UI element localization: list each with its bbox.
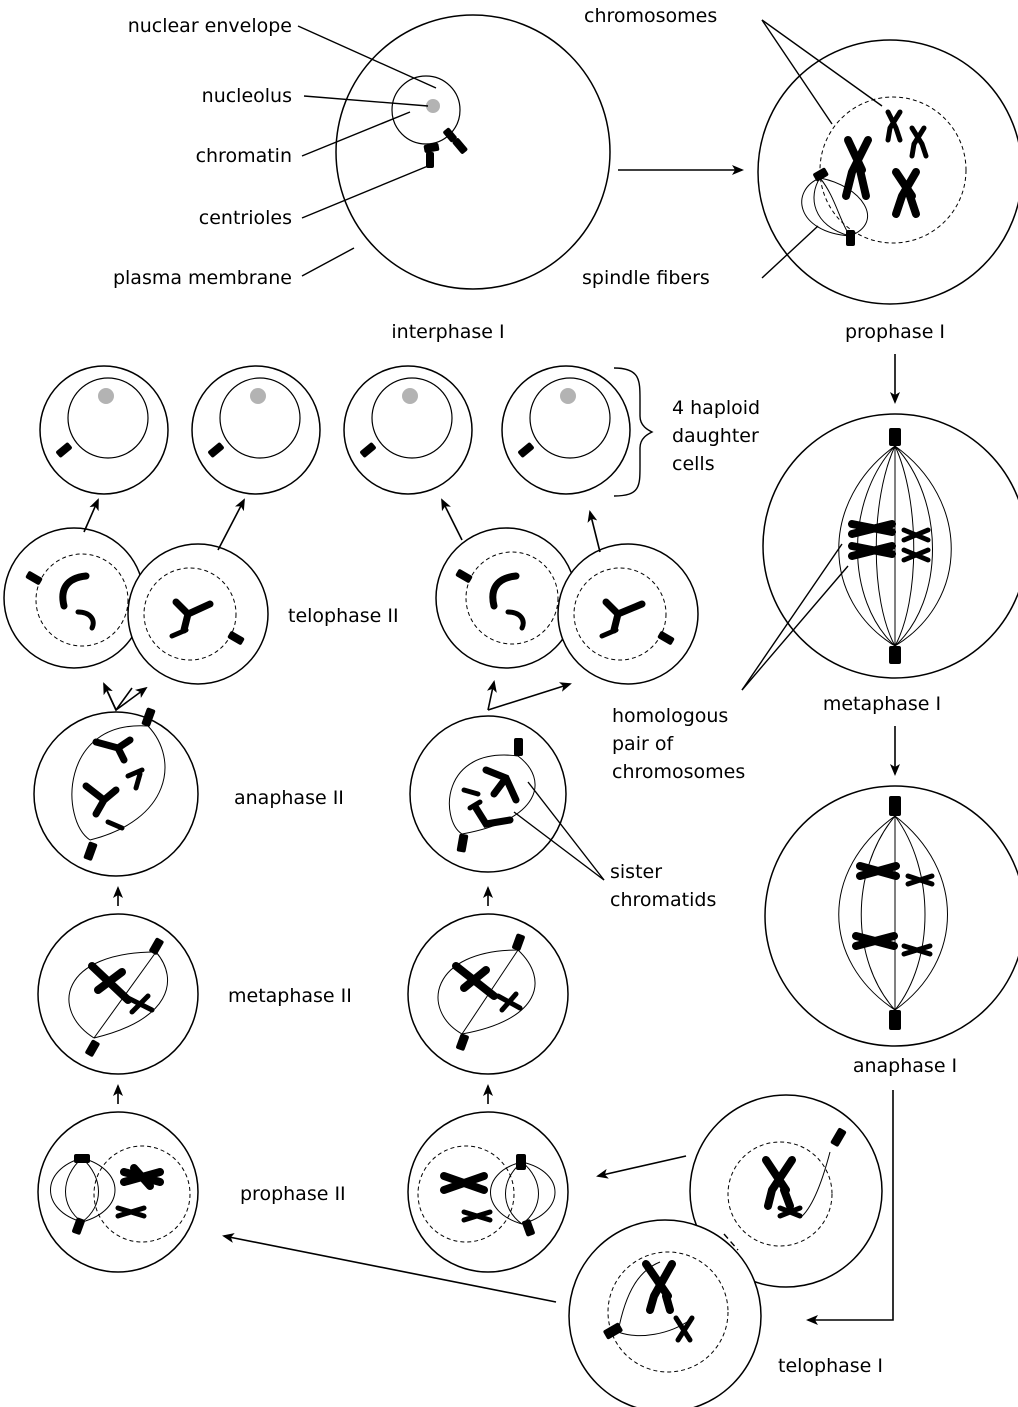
homologous-label-line1: homologous: [612, 705, 728, 727]
metaphase-2-left-cell: [37, 913, 199, 1075]
metaphase-2-right-cell: [407, 913, 569, 1075]
telophase-1-cells: [568, 1094, 883, 1407]
centriole: [452, 138, 468, 154]
anaphase-2-left-cell: [33, 707, 199, 877]
interphase-leader-lines: [297, 25, 437, 277]
arrow-to-telophase-1: [806, 1090, 894, 1325]
chromosomes-label: chromosomes: [584, 5, 717, 27]
telophase-2-label: telophase II: [288, 605, 399, 627]
arrow-to-daughter-1: [83, 498, 99, 533]
prophase-2-left-cell: [37, 1111, 199, 1273]
nucleolus-dot: [426, 99, 440, 113]
homologous-label-line2: pair of: [612, 733, 674, 755]
daughter-cell: [343, 365, 473, 495]
anaphase-1-cell: [764, 785, 1018, 1047]
interphase-1-label: interphase I: [391, 321, 504, 343]
interphase-cell: [335, 14, 611, 290]
arrow-to-daughter-3: [441, 498, 463, 541]
haploid-label-line2: daughter: [672, 425, 759, 447]
arrow-to-daughter-4: [587, 510, 601, 553]
nuclear-envelope-label: nuclear envelope: [128, 15, 292, 37]
plasma-membrane-label: plasma membrane: [113, 267, 292, 289]
daughter-cell: [39, 365, 169, 495]
anaphase-2-right-cell: [409, 715, 567, 873]
prophase-2-right-cell: [407, 1111, 569, 1273]
spindle-fibers-label: spindle fibers: [582, 267, 710, 289]
anaphase-1-label: anaphase I: [853, 1055, 957, 1077]
metaphase-2-label: metaphase II: [228, 985, 352, 1007]
centriole: [423, 142, 440, 153]
prophase-1-cell: [757, 39, 1018, 305]
split-arrow-left: [103, 682, 148, 712]
chromatin-label: chromatin: [196, 145, 292, 167]
nucleolus-label: nucleolus: [202, 85, 292, 107]
sister-chromatids-label-line1: sister: [610, 861, 662, 883]
prophase-leader-lines: [761, 19, 883, 279]
telophase-2-right-cells: [435, 527, 699, 685]
daughter-cells-brace: [613, 367, 654, 497]
centriole: [426, 152, 434, 168]
metaphase-1-cell: [762, 413, 1018, 679]
telophase-1-label: telophase I: [778, 1355, 883, 1377]
homologous-leader-lines: [741, 543, 849, 691]
daughter-cell: [501, 365, 631, 495]
haploid-label-line3: cells: [672, 453, 715, 475]
centriole: [443, 127, 457, 143]
prophase-2-label: prophase II: [240, 1183, 346, 1205]
prophase-1-label: prophase I: [845, 321, 945, 343]
arrow-to-prophase-2-left: [222, 1233, 557, 1303]
arrow-to-prophase-2-right: [596, 1155, 687, 1179]
haploid-label-line1: 4 haploid: [672, 397, 760, 419]
arrow-to-daughter-2: [217, 498, 245, 551]
anaphase-2-label: anaphase II: [234, 787, 344, 809]
homologous-label-line3: chromosomes: [612, 761, 745, 783]
metaphase-1-label: metaphase I: [823, 693, 941, 715]
centrioles-label: centrioles: [199, 207, 292, 229]
split-arrow-right: [487, 680, 572, 711]
telophase-2-left-cells: [3, 527, 269, 685]
sister-chromatids-label-line2: chromatids: [610, 889, 716, 911]
sister-chromatids-leader-lines: [513, 781, 605, 881]
daughter-cell: [191, 365, 321, 495]
